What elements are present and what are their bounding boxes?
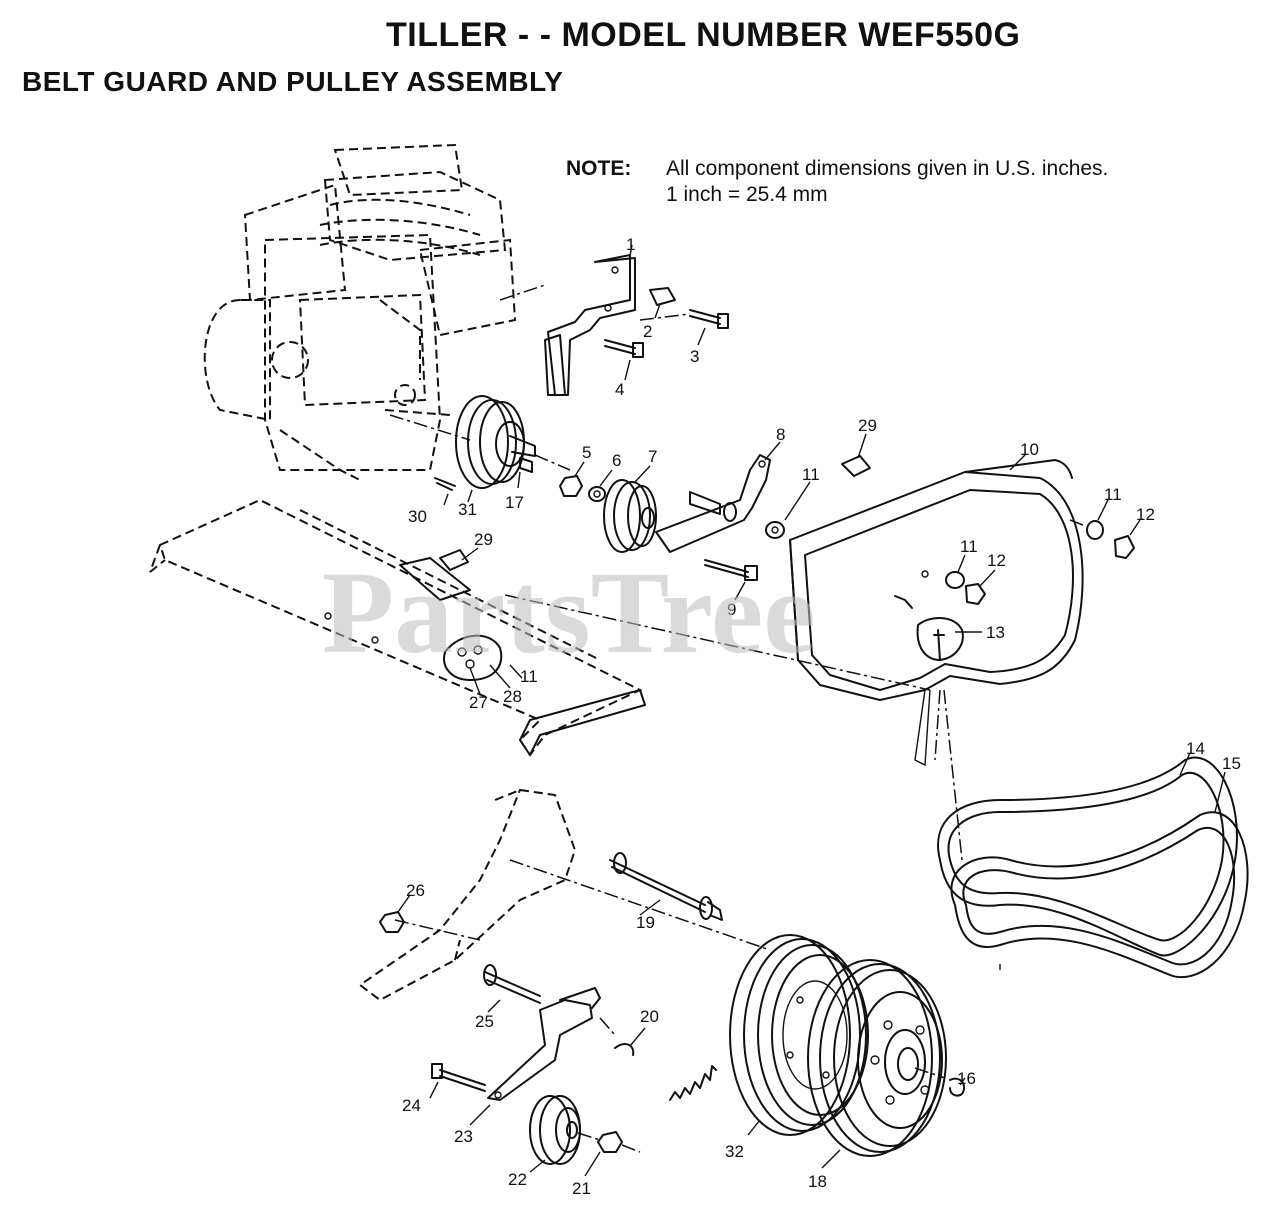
lower-idler-pulley (529, 1095, 581, 1165)
callout-27: 27 (469, 693, 488, 712)
callout-19: 19 (636, 913, 655, 932)
set-screw (434, 477, 456, 491)
engine-bracket (544, 254, 636, 396)
bolt-upper (689, 309, 729, 329)
shield-bracket (443, 634, 503, 681)
callout-12-mid: 12 (987, 551, 1006, 570)
bolt-lower (604, 339, 644, 358)
acorn-nut-mid (965, 583, 986, 605)
callout-21: 21 (572, 1179, 591, 1198)
retaining-clip-upper (841, 455, 871, 477)
idler-pulley (603, 479, 657, 553)
callout-11-shield: 11 (520, 667, 538, 686)
callout-31: 31 (458, 500, 477, 519)
callout-20: 20 (640, 1007, 659, 1026)
lock-nut (559, 475, 583, 497)
callout-14: 14 (1186, 739, 1205, 758)
callout-24: 24 (402, 1096, 421, 1115)
idler-bracket (487, 987, 601, 1101)
callout-26: 26 (406, 881, 425, 900)
acorn-nut-right (1114, 535, 1135, 559)
note-line2: 1 inch = 25.4 mm (666, 183, 828, 206)
pivot-bolt (704, 559, 758, 581)
e-ring (949, 1077, 966, 1097)
engine-outline (203, 143, 546, 481)
pivot-shaft (609, 852, 723, 921)
retaining-clip-shield (439, 549, 469, 571)
driven-pulley (807, 959, 947, 1157)
guard-knob (916, 617, 964, 661)
belt-guard (789, 459, 1084, 701)
callout-8: 8 (776, 425, 785, 444)
dimension-note: NOTE: All component dimensions given in U… (566, 156, 1108, 208)
washer-idler (765, 521, 785, 539)
callout-11-mid: 11 (960, 537, 978, 556)
note-line1: All component dimensions given in U.S. i… (666, 157, 1109, 180)
drive-belt-14 (937, 756, 1238, 957)
callout-11-idler: 11 (802, 465, 820, 484)
tension-spring (669, 1065, 717, 1101)
callout-13: 13 (986, 623, 1005, 642)
callout-25: 25 (475, 1012, 494, 1031)
callout-2: 2 (643, 322, 652, 341)
callout-32: 32 (725, 1142, 744, 1161)
lower-housing (358, 788, 771, 1002)
lock-nut-lower (597, 1131, 623, 1153)
callout-17: 17 (505, 493, 524, 512)
callout-23: 23 (454, 1127, 473, 1146)
idler-pin (483, 964, 541, 1004)
callout-10: 10 (1020, 440, 1039, 459)
engine-pulley (455, 395, 536, 489)
note-label: NOTE: (566, 157, 632, 180)
idler-arm (655, 454, 771, 553)
section-title: BELT GUARD AND PULLEY ASSEMBLY (22, 66, 564, 97)
flat-washer (588, 486, 606, 502)
spring-clip (614, 1043, 635, 1056)
callout-3: 3 (690, 347, 699, 366)
callout-29-shield: 29 (474, 530, 493, 549)
washer-guard-mid (945, 571, 965, 589)
callout-16: 16 (957, 1069, 976, 1088)
tine-shield (149, 498, 646, 757)
leader-lines (397, 244, 1226, 1177)
callout-29-upper: 29 (858, 416, 877, 435)
bracket-bolt (431, 1063, 486, 1092)
clip-nut (649, 287, 676, 306)
callout-4: 4 (615, 380, 624, 399)
callout-30: 30 (408, 507, 427, 526)
callout-15: 15 (1222, 754, 1241, 773)
callout-numbers: 1 2 3 4 5 6 7 8 9 10 11 11 11 11 12 12 1… (402, 235, 1241, 1198)
callout-18: 18 (808, 1172, 827, 1191)
callout-9: 9 (727, 600, 736, 619)
callout-7: 7 (648, 447, 657, 466)
drive-pulley-large (729, 934, 869, 1136)
callout-28: 28 (503, 687, 522, 706)
callout-1: 1 (626, 235, 635, 254)
callout-6: 6 (612, 451, 621, 470)
page-title: TILLER - - MODEL NUMBER WEF550G (386, 16, 1021, 54)
washer-guard-right (1086, 520, 1104, 540)
callout-12-right: 12 (1136, 505, 1155, 524)
callout-11-right: 11 (1104, 485, 1122, 504)
drive-belt-15 (950, 811, 1249, 979)
callout-22: 22 (508, 1170, 527, 1189)
callout-5: 5 (582, 443, 591, 462)
